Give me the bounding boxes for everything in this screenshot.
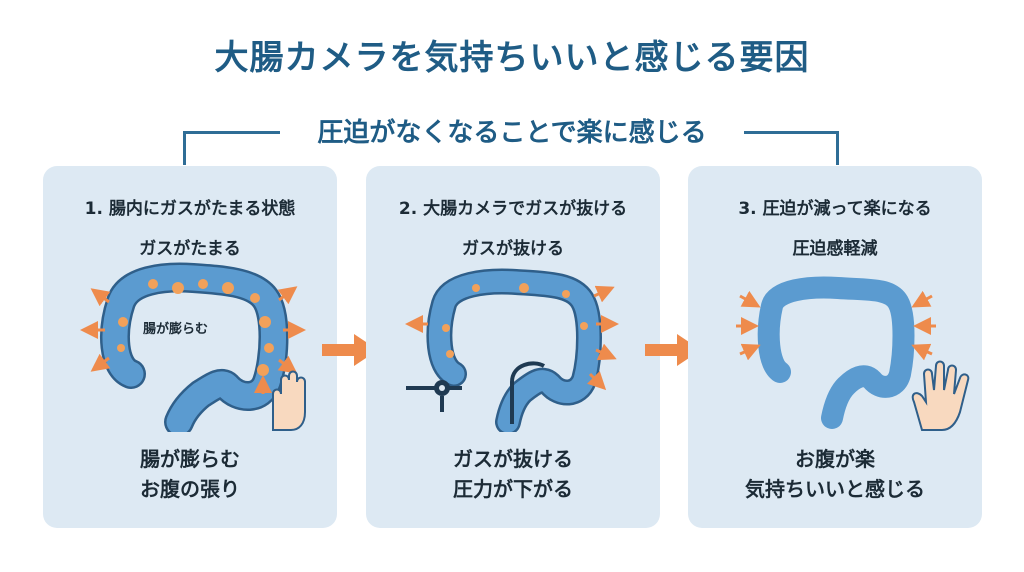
step-panel-2: 2. 大腸カメラでガスが抜ける ガスが抜ける ガスが抜ける (366, 166, 660, 528)
relaxed-colon-icon (736, 276, 970, 431)
main-title: 大腸カメラを気持ちいいと感じる要因 (214, 38, 810, 78)
inner-label: 腸が膨らむ (143, 322, 209, 337)
caption-line: 気持ちいいと感じる (745, 477, 925, 501)
caption-line: 圧力が下がる (453, 477, 573, 501)
caption-line: 腸が膨らむ (140, 447, 240, 471)
panel-title: 3. 圧迫が減って楽になる (738, 199, 932, 219)
step-panel-3: 3. 圧迫が減って楽になる 圧迫感軽減 お腹が楽 気持ちいいと感じる (688, 166, 982, 528)
colon-with-scope-icon (405, 268, 619, 432)
subtitle: 圧迫がなくなることで楽に感じる (280, 112, 744, 149)
flow-arrow-icon (645, 334, 701, 366)
flow-arrow-icon (322, 334, 378, 366)
caption-line: お腹が楽 (795, 447, 875, 471)
panel-caption: お腹が楽 気持ちいいと感じる (688, 444, 982, 504)
caption-line: ガスが抜ける (453, 447, 573, 471)
hand-pressing-icon (254, 370, 306, 431)
panel-label: ガスが抜ける (462, 239, 564, 259)
panel-caption: 腸が膨らむ お腹の張り (43, 444, 337, 504)
panel-label: ガスがたまる (139, 239, 241, 259)
colon-with-gas-icon (80, 262, 306, 432)
panel-label: 圧迫感軽減 (792, 239, 878, 259)
panel-title: 1. 腸内にガスがたまる状態 (84, 199, 296, 219)
panel-title: 2. 大腸カメラでガスが抜ける (398, 199, 628, 219)
step-panel-1: 1. 腸内にガスがたまる状態 ガスがたまる 腸 (43, 166, 337, 528)
endoscope-icon (406, 380, 462, 412)
panel-caption: ガスが抜ける 圧力が下がる (366, 444, 660, 504)
open-hand-icon (911, 360, 970, 431)
caption-line: お腹の張り (140, 477, 240, 501)
